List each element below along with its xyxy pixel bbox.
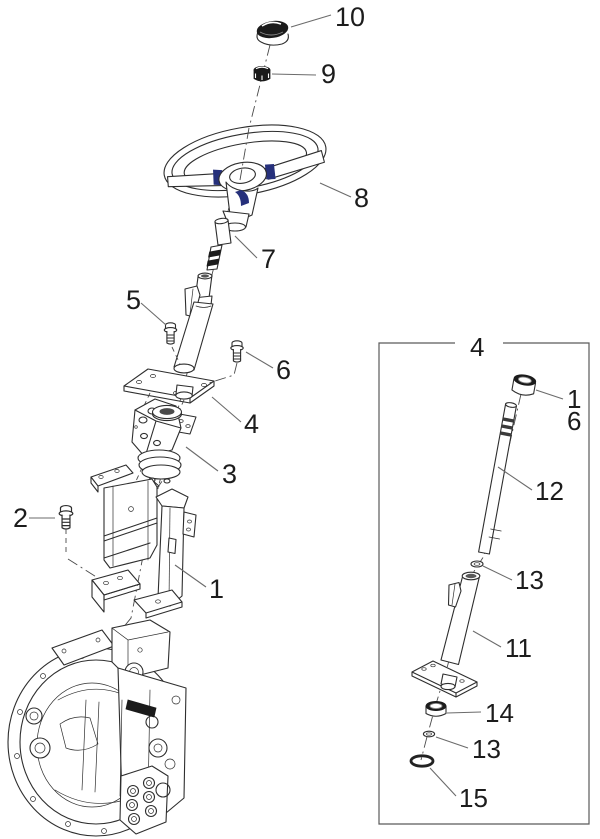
- bolt-2-drawing: [58, 504, 74, 530]
- inset-callout-11: 11: [505, 633, 532, 663]
- inset-detail-box: 4: [378, 332, 590, 825]
- steering-wheel-drawing: [163, 124, 327, 232]
- inset-callout-12: 12: [535, 476, 564, 506]
- inset-callout-13-lower: 13: [472, 734, 501, 764]
- inset-callout-14: 14: [485, 698, 514, 728]
- callout-4: 4: [244, 409, 259, 439]
- inset-ring-13-lower-drawing: [422, 730, 436, 738]
- bolt-6-drawing: [230, 340, 244, 363]
- inset-oring-15-drawing: [409, 754, 435, 768]
- inset-bushing-14-drawing: [425, 701, 447, 717]
- upper-steering-shaft-drawing: [206, 217, 232, 271]
- callout-8: 8: [354, 183, 369, 213]
- inset-callouts: 1 6 12 13 11 14 13 15: [429, 384, 581, 813]
- callout-6: 6: [276, 355, 291, 385]
- steering-nut-drawing: [253, 66, 271, 82]
- steering-wheel-cap-drawing: [256, 20, 289, 46]
- steering-column-drawing: [123, 272, 215, 404]
- main-callouts: 10 9 8 7 5 6 4 3 2 1: [13, 2, 369, 604]
- inset-cap-drawing: [511, 374, 537, 396]
- inset-shaft-drawing: [478, 402, 517, 555]
- bolt-5-drawing: [163, 322, 178, 345]
- callout-1: 1: [209, 574, 224, 604]
- inset-callout-15: 15: [459, 783, 488, 813]
- callout-9: 9: [321, 59, 336, 89]
- inset-callout-13-upper: 13: [515, 565, 544, 595]
- inset-box-label: 4: [470, 332, 484, 362]
- callout-5: 5: [126, 285, 141, 315]
- callout-7: 7: [261, 244, 276, 274]
- callout-2: 2: [13, 503, 28, 533]
- steering-valve-drawing: [131, 398, 197, 484]
- callout-10: 10: [335, 2, 365, 32]
- inset-column-tube-drawing: [411, 571, 481, 698]
- callout-3: 3: [222, 459, 237, 489]
- mounting-bracket-drawing: [90, 464, 197, 619]
- inset-callout-6: 6: [567, 406, 581, 436]
- inset-ring-13-upper-drawing: [470, 560, 484, 568]
- inset-callout-1: 1: [567, 384, 581, 414]
- transmission-housing-drawing: [7, 619, 187, 837]
